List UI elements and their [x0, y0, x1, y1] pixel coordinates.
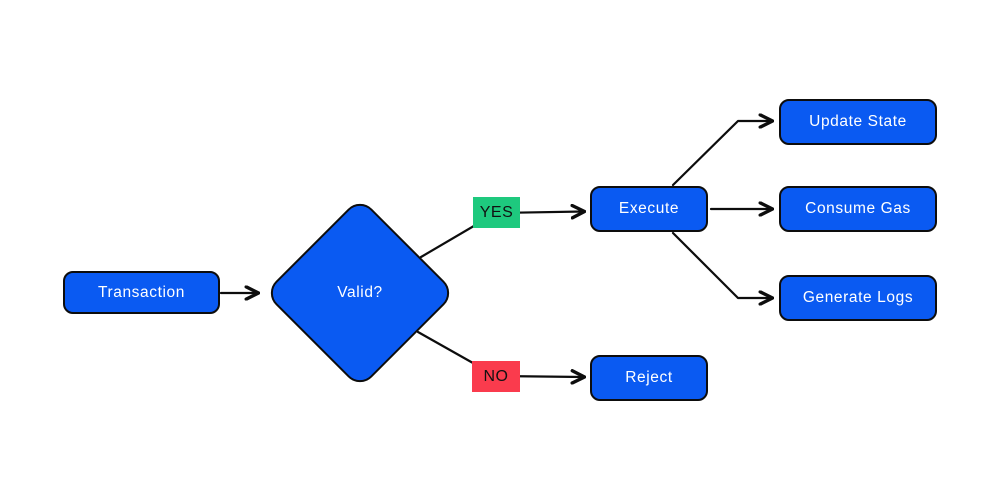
node-update-state-label: Update State — [809, 113, 907, 130]
edge-label-no[interactable]: NO — [472, 361, 520, 392]
edge-label-yes[interactable]: YES — [473, 197, 520, 228]
node-update-state[interactable]: Update State — [779, 99, 937, 145]
node-transaction-label: Transaction — [97, 283, 185, 301]
node-transaction[interactable]: Transaction — [63, 271, 220, 314]
node-consume-gas[interactable]: Consume Gas — [779, 186, 937, 232]
edge-execute-to-generate-logs — [671, 231, 771, 298]
node-reject[interactable]: Reject — [590, 355, 708, 401]
node-reject-label: Reject — [625, 369, 673, 386]
node-generate-logs-label: Generate Logs — [802, 289, 914, 306]
node-generate-logs[interactable]: Generate Logs — [779, 275, 937, 321]
node-valid-decision[interactable]: Valid? — [263, 196, 457, 390]
node-execute[interactable]: Execute — [590, 186, 708, 232]
node-valid-label: Valid? — [337, 284, 383, 301]
edge-execute-to-update-state — [671, 121, 771, 187]
node-consume-gas-label: Consume Gas — [805, 200, 911, 217]
node-execute-label: Execute — [618, 200, 680, 217]
